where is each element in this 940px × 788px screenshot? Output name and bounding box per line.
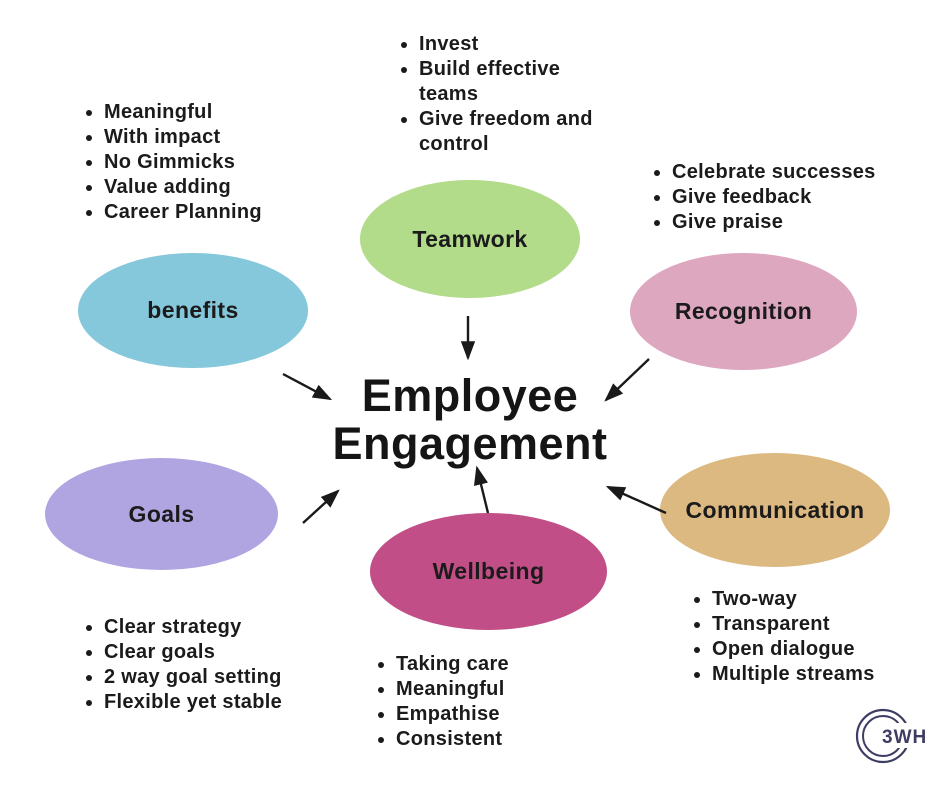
3wh-logo: 3WH xyxy=(855,708,936,764)
bullet-item: Meaningful xyxy=(104,100,262,125)
bullet-item: Flexible yet stable xyxy=(104,690,282,715)
node-ellipse-recognition: Recognition xyxy=(630,253,857,370)
wellbeing-bullet-list: Taking care Meaningful Empathise Consist… xyxy=(372,652,509,752)
bullet-item: Taking care xyxy=(396,652,509,677)
node-label-teamwork: Teamwork xyxy=(412,225,528,252)
node-label-benefits: benefits xyxy=(147,297,239,323)
bullet-item: Give praise xyxy=(672,210,876,235)
node-ellipse-teamwork: Teamwork xyxy=(360,180,580,298)
arrow-goals-to-center xyxy=(302,489,340,524)
bullet-item: Invest xyxy=(419,32,651,57)
arrow-wellbeing-to-center xyxy=(473,465,490,514)
bullet-item: Clear strategy xyxy=(104,615,282,640)
bullet-item: Meaningful xyxy=(396,677,509,702)
node-ellipse-benefits: benefits xyxy=(78,253,308,368)
bullet-item: No Gimmicks xyxy=(104,150,262,175)
bullet-item: Give freedom and control xyxy=(419,107,651,157)
goals-bullet-list: Clear strategy Clear goals 2 way goal se… xyxy=(80,615,282,715)
node-label-recognition: Recognition xyxy=(674,298,813,324)
bullet-item: Value adding xyxy=(104,175,262,200)
node-label-communication: Communication xyxy=(685,496,865,523)
recognition-bullet-list: Celebrate successes Give feedback Give p… xyxy=(648,160,876,235)
bullet-item: With impact xyxy=(104,125,262,150)
bullet-item: Build effective teams xyxy=(419,57,651,107)
node-ellipse-wellbeing: Wellbeing xyxy=(370,513,607,630)
node-ellipse-communication: Communication xyxy=(660,453,890,567)
node-label-goals: Goals xyxy=(128,500,195,527)
bullet-item: Consistent xyxy=(396,727,509,752)
bullet-item: Two-way xyxy=(712,587,875,612)
arrow-communication-to-center xyxy=(605,485,667,515)
bullet-item: Open dialogue xyxy=(712,637,875,662)
communication-bullet-list: Two-way Transparent Open dialogue Multip… xyxy=(688,587,875,687)
bullet-item: Career Planning xyxy=(104,200,262,225)
bullet-item: Multiple streams xyxy=(712,662,875,687)
logo-text: 3WH xyxy=(882,727,927,748)
node-label-wellbeing: Wellbeing xyxy=(432,558,545,584)
bullet-item: Transparent xyxy=(712,612,875,637)
bullet-item: Celebrate successes xyxy=(672,160,876,185)
diagram-title-line2: Engagement xyxy=(332,418,608,469)
bullet-item: Empathise xyxy=(396,702,509,727)
bullet-item: 2 way goal setting xyxy=(104,665,282,690)
node-ellipse-goals: Goals xyxy=(45,458,278,570)
teamwork-bullet-list: Invest Build effective teams Give freedo… xyxy=(395,32,651,157)
bullet-item: Give feedback xyxy=(672,185,876,210)
bullet-item: Clear goals xyxy=(104,640,282,665)
benefits-bullet-list: Meaningful With impact No Gimmicks Value… xyxy=(80,100,262,225)
diagram-title-line1: Employee xyxy=(361,370,579,421)
diagram-title: Employee Engagement xyxy=(270,372,670,468)
